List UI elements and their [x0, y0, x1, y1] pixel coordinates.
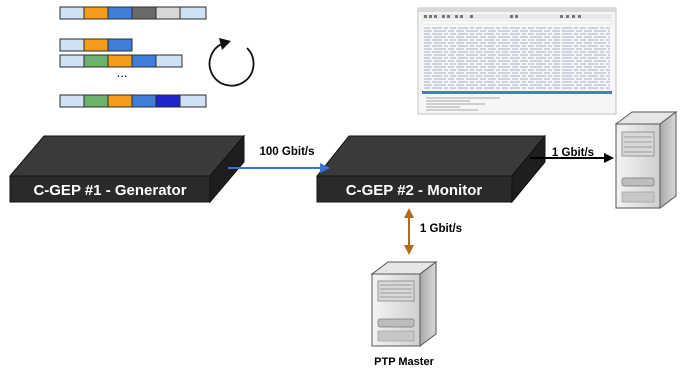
generator-device: C-GEP #1 - Generator	[8, 134, 246, 204]
link-monitor-server: 1 Gbit/s	[530, 147, 614, 163]
ptp-master-label: PTP Master	[374, 356, 434, 368]
capture-toolbar	[422, 14, 612, 19]
packet-pattern: ...	[59, 6, 207, 108]
capture-selected-row	[422, 91, 612, 94]
server-tower-icon	[614, 111, 678, 209]
packet-row	[59, 94, 207, 108]
packet-row	[59, 38, 133, 52]
link-1g-server-label: 1 Gbit/s	[552, 147, 594, 159]
link-monitor-ptp: 1 Gbit/s	[404, 208, 462, 255]
packet-row	[59, 54, 183, 68]
monitor-label: C-GEP #2 - Monitor	[346, 182, 483, 199]
generator-label: C-GEP #1 - Generator	[33, 182, 186, 199]
link-100g-label: 100 Gbit/s	[260, 146, 315, 158]
circular-arrow-icon	[208, 38, 255, 87]
link-generator-monitor: 100 Gbit/s	[228, 146, 330, 173]
link-1g-ptp-label: 1 Gbit/s	[420, 223, 462, 235]
monitor-device: C-GEP #2 - Monitor	[315, 134, 547, 204]
capture-detail-pane	[426, 97, 500, 111]
capture-packet-list	[424, 27, 610, 89]
packet-capture-window	[417, 7, 617, 115]
packet-row	[59, 6, 207, 20]
packet-ellipsis: ...	[117, 65, 128, 80]
ptp-master-server-icon	[370, 261, 438, 347]
